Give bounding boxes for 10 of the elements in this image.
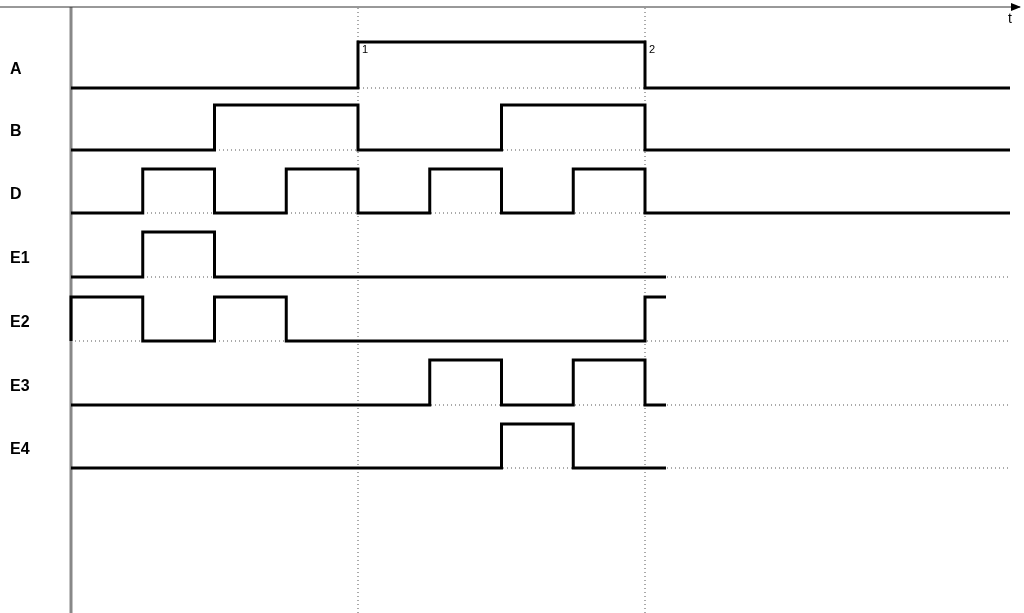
signal-name: D [10,184,22,204]
event-number: 1 [362,43,369,55]
signal-name: B [10,121,22,141]
signal-name: E3 [10,376,30,396]
signal-name: E2 [10,312,30,332]
axis-label: t [1008,10,1012,26]
event-number: 2 [649,43,656,55]
signal-name: A [10,59,22,79]
signal-name: E1 [10,248,30,268]
signal-name: E4 [10,439,30,459]
